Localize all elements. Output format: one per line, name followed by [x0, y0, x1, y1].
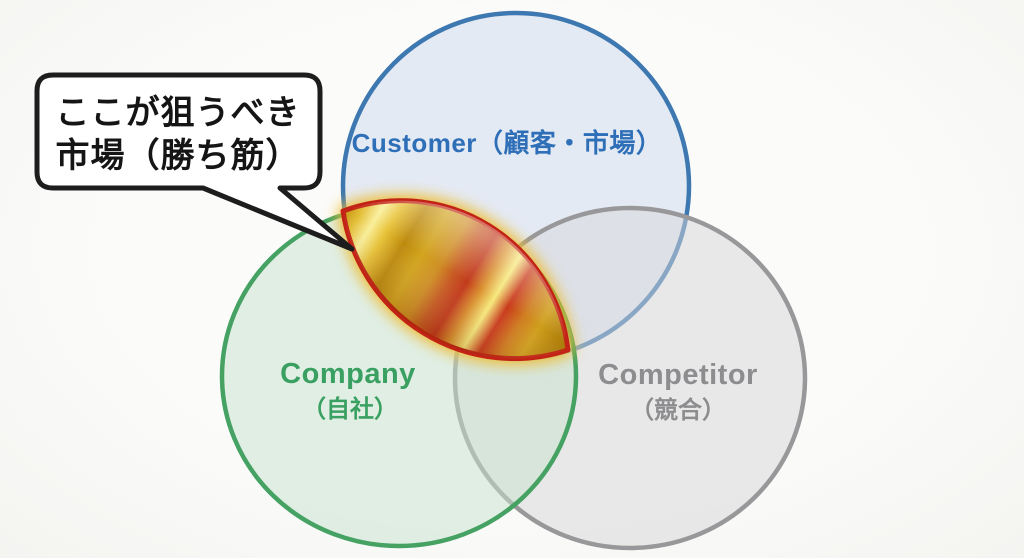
- competitor-sublabel: （競合）: [630, 396, 726, 424]
- company-sublabel: （自社）: [302, 395, 398, 423]
- callout-line1: ここが狙うべき: [56, 94, 301, 132]
- customer-label: Customer（顧客・市場）: [352, 128, 663, 158]
- callout-bubble: [34, 72, 355, 252]
- callout-line2: 市場（勝ち筋）: [56, 136, 301, 175]
- company-label: Company: [280, 358, 416, 390]
- target-market-highlight: [340, 198, 571, 362]
- target-market-sheen: [343, 200, 568, 359]
- callout: ここが狙うべき 市場（勝ち筋）: [34, 72, 355, 252]
- competitor-label: Competitor: [598, 359, 758, 391]
